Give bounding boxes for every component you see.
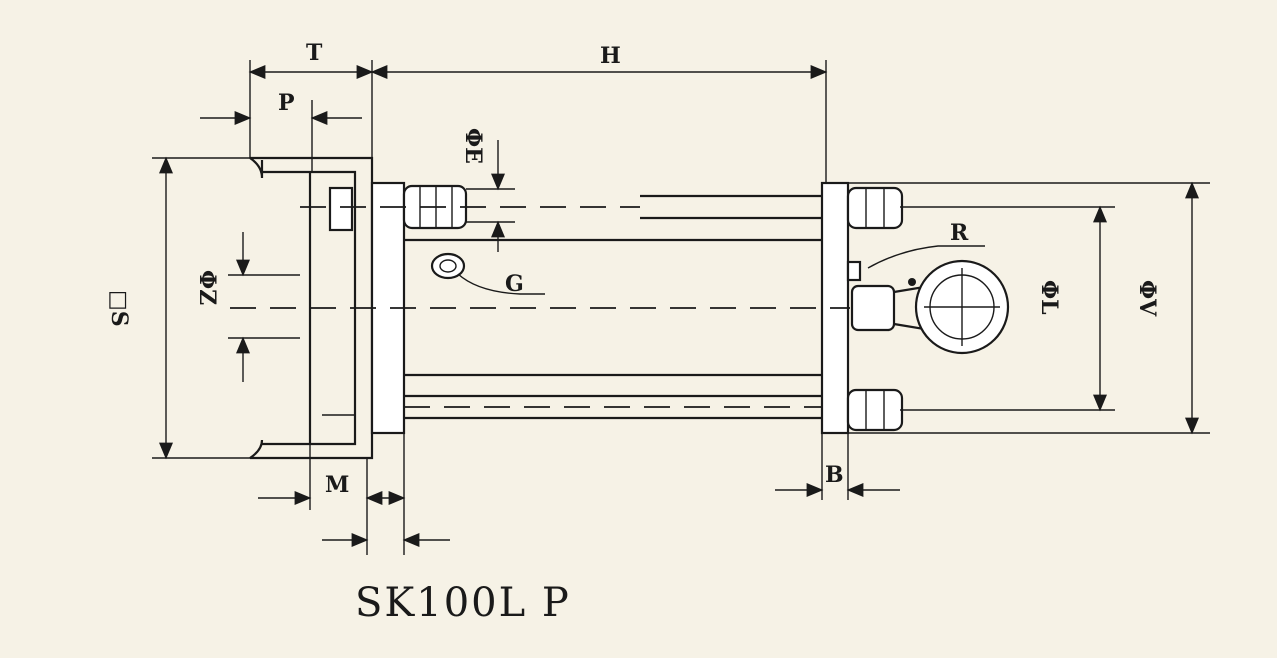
- rod-eye: [846, 259, 1010, 355]
- label-p: P: [278, 90, 295, 116]
- label-g: G: [505, 271, 524, 297]
- label-h: H: [600, 43, 621, 69]
- cylinder-tube: [404, 194, 822, 420]
- label-m: M: [325, 472, 349, 498]
- label-e: ΦE: [460, 128, 486, 164]
- port-g: [430, 252, 466, 280]
- model-number: SK100L P: [355, 580, 571, 626]
- bracket-bolt-head: [328, 186, 354, 232]
- label-s: □S: [106, 290, 132, 327]
- tie-rod-nut-rear-bottom: [846, 388, 904, 432]
- label-l: ΦL: [1036, 280, 1062, 315]
- leader-r: [867, 245, 985, 269]
- tie-rod-nut-rear-top: [846, 186, 904, 230]
- label-z: ΦZ: [194, 270, 220, 305]
- label-r: R: [950, 220, 969, 246]
- label-v: ΦV: [1134, 280, 1160, 317]
- label-b: B: [825, 462, 844, 488]
- label-t: T: [306, 40, 323, 66]
